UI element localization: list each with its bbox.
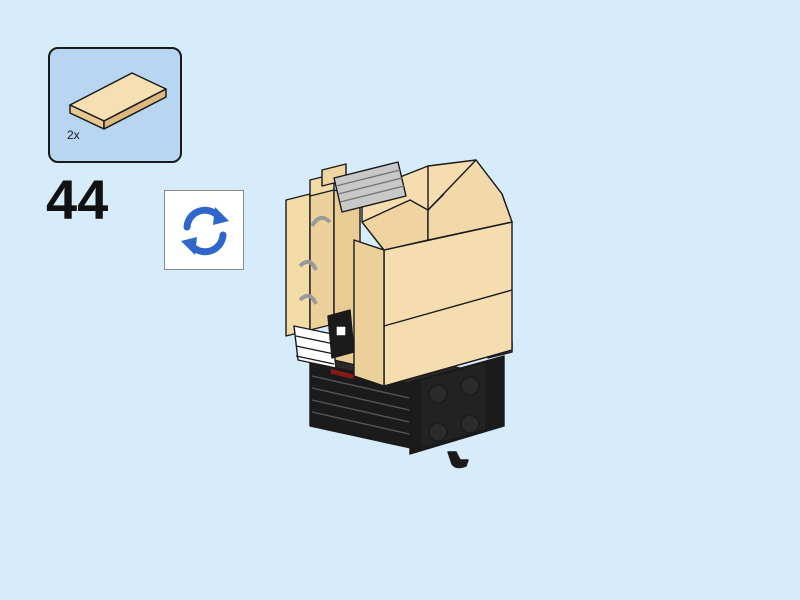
head-side-face [353, 239, 385, 387]
part-quantity: 2x [67, 128, 80, 142]
stud [460, 376, 480, 396]
stud [428, 384, 448, 404]
rotate-arrows-icon [181, 206, 229, 256]
base-hook [447, 451, 469, 469]
stud [428, 422, 448, 442]
tan-side-column-2 [309, 187, 335, 331]
stud [460, 414, 480, 434]
model-illustration [285, 159, 513, 469]
hair-front-right [427, 159, 513, 241]
tan-tile-part-icon [69, 72, 167, 130]
red-accent [329, 367, 355, 381]
parts-list-panel: 2x [48, 47, 182, 163]
step-number: 44 [46, 168, 109, 231]
rotate-model-button[interactable] [164, 190, 244, 270]
tan-side-column [285, 193, 311, 337]
